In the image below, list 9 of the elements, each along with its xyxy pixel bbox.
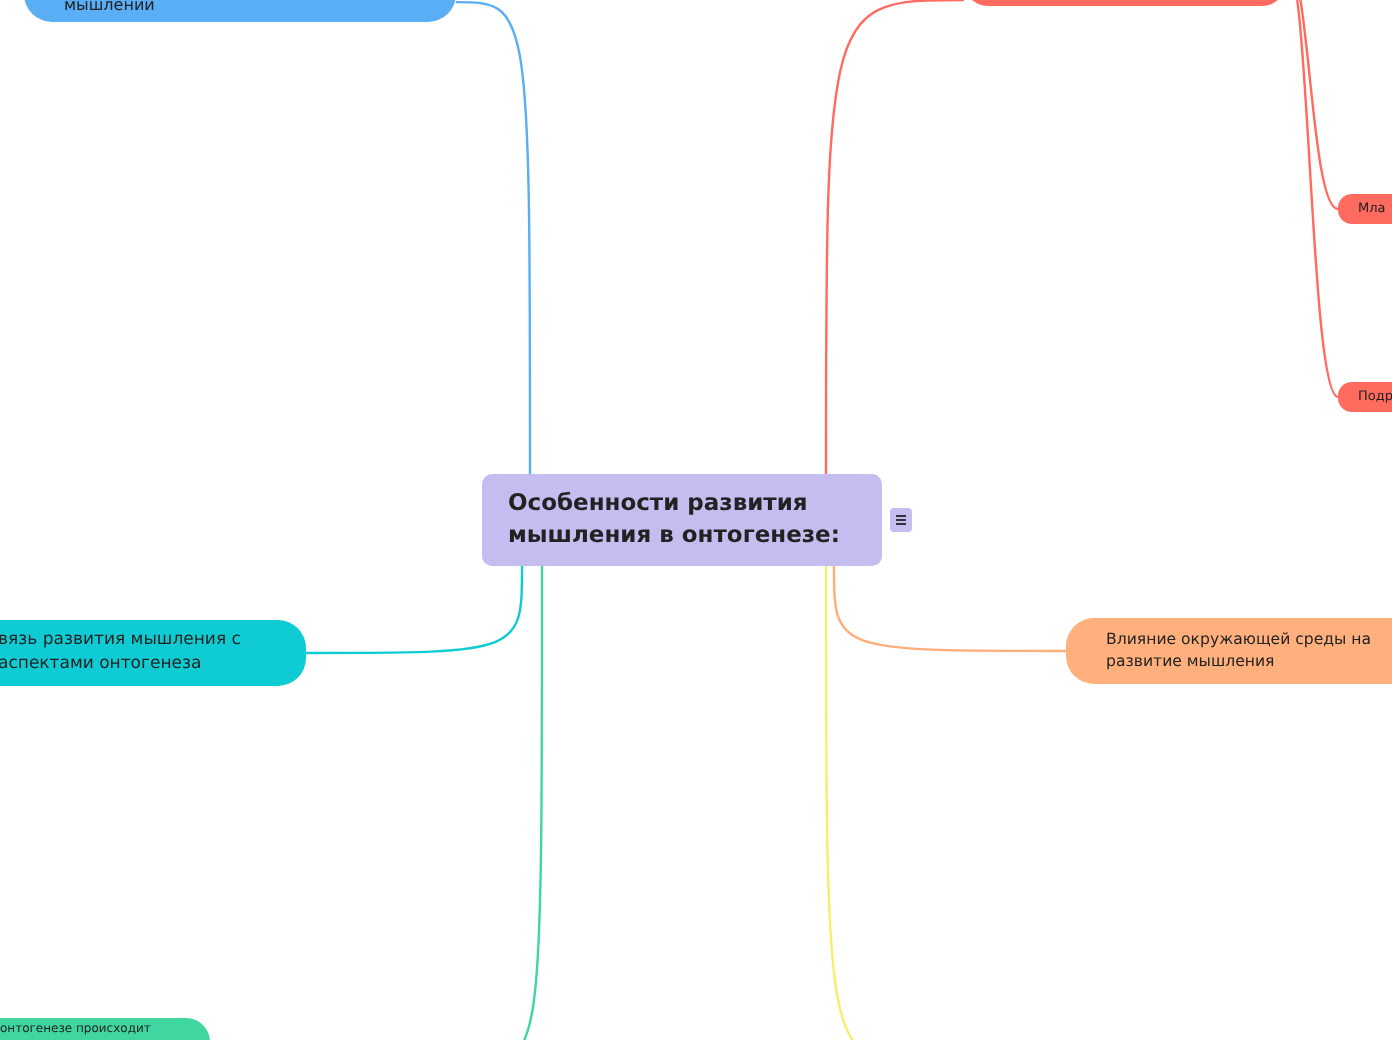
connector-line [456,0,532,474]
central-topic-text: Особенности развития мышления в онтогенезе: [508,488,842,552]
topic-box [0,620,306,686]
topic-box [1066,618,1392,684]
connector-line [306,566,524,655]
central-topic-box [482,474,882,566]
connector-line [824,0,964,474]
topic-text: мышлении [64,0,157,18]
connector-line [832,566,1066,653]
